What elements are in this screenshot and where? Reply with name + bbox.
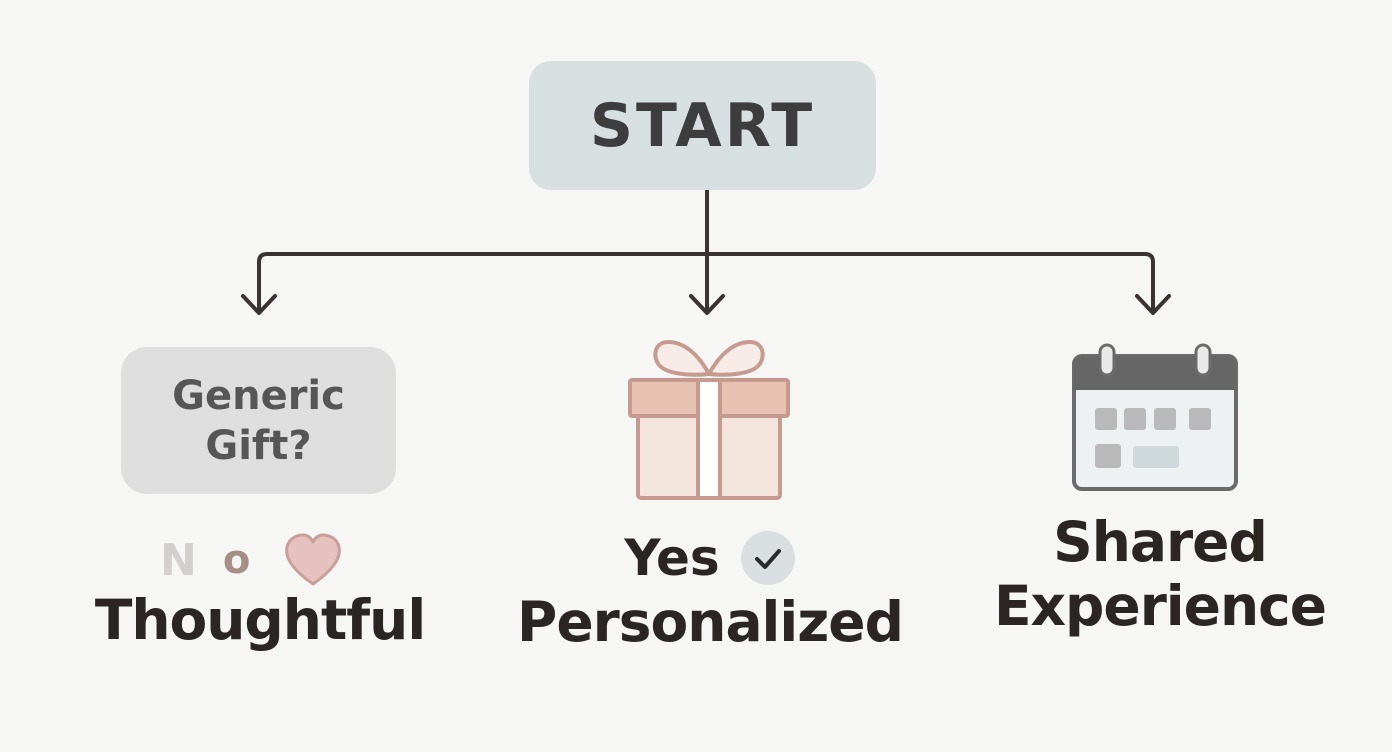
- generic-gift-question-label: Generic Gift?: [172, 372, 345, 469]
- gift-box-icon: [628, 340, 790, 500]
- arrow-right: [1135, 294, 1171, 315]
- no-answer-letter-o: o: [222, 537, 251, 583]
- outcome-personalized: Personalized: [517, 590, 904, 654]
- start-node: START: [529, 61, 876, 190]
- outcome-shared-experience: Shared Experience: [993, 510, 1327, 638]
- outcome-thoughtful: Thoughtful: [94, 588, 426, 652]
- yes-answer-row: Yes: [610, 526, 810, 590]
- calendar-icon: [1072, 343, 1238, 491]
- no-answer-row: N o: [160, 530, 344, 590]
- arrow-middle: [689, 294, 725, 315]
- branch-bar: [257, 252, 1155, 312]
- start-label: START: [589, 90, 816, 161]
- check-circle-icon: [740, 531, 795, 585]
- no-answer-letter-n: N: [160, 534, 197, 586]
- generic-gift-question-node: Generic Gift?: [121, 347, 396, 494]
- arrow-left: [241, 294, 277, 315]
- heart-icon: [285, 533, 342, 586]
- yes-answer-label: Yes: [624, 529, 720, 587]
